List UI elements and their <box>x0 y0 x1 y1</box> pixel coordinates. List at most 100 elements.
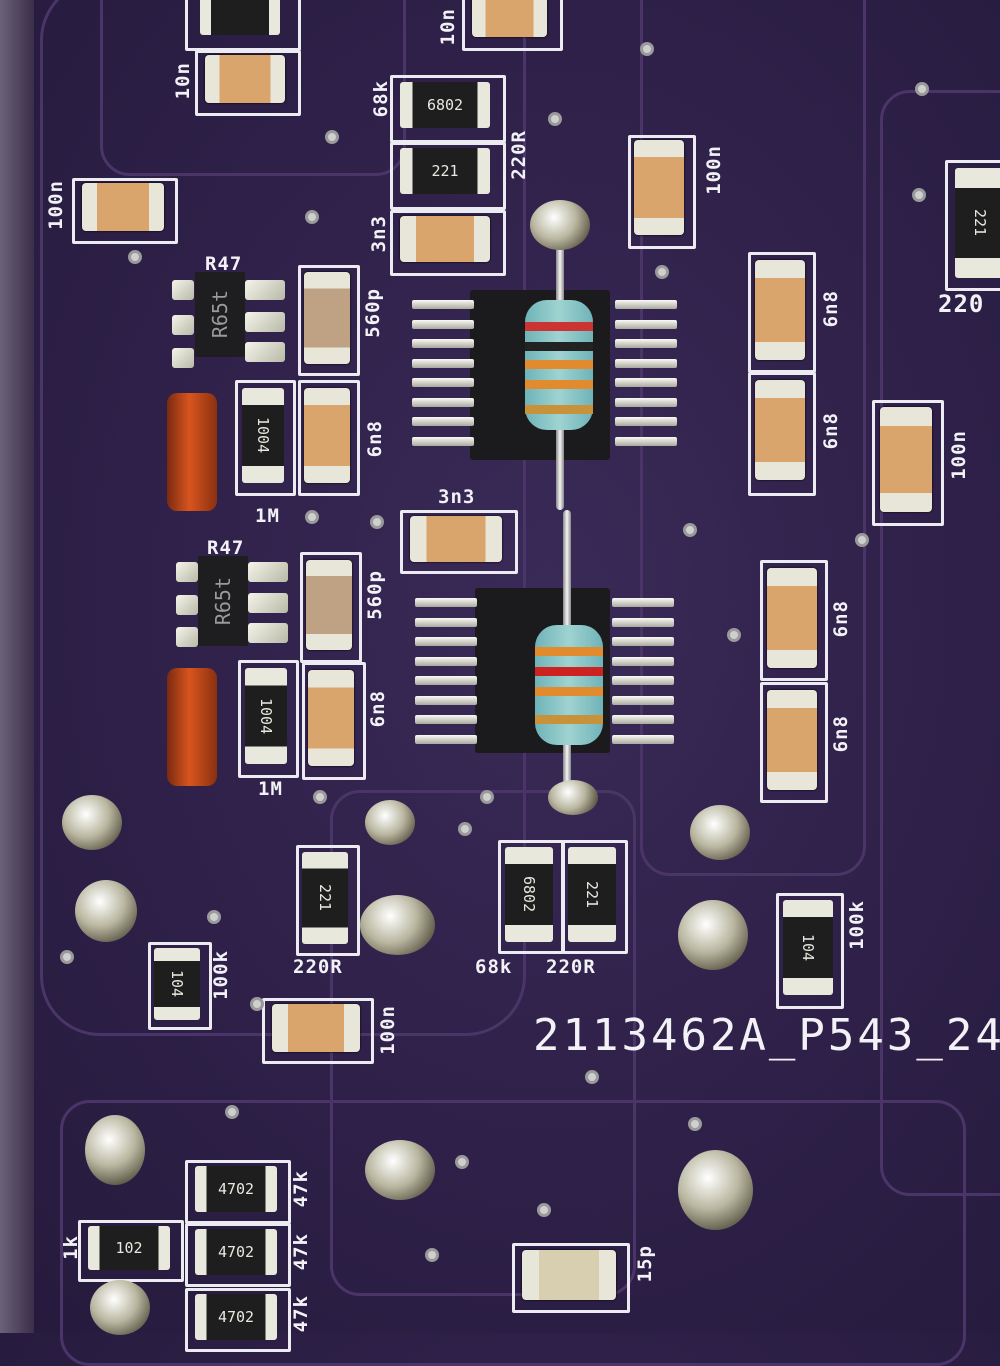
ic-pin <box>615 378 677 387</box>
resistor: 6802 <box>400 82 490 128</box>
via <box>207 910 221 924</box>
silkscreen-label: 220R <box>293 956 343 978</box>
footprint <box>195 50 301 116</box>
via <box>683 523 697 537</box>
component-code: 104 <box>168 970 186 998</box>
via <box>325 130 339 144</box>
ic-pin <box>615 436 677 446</box>
capacitor <box>522 1250 616 1300</box>
ic-pin <box>412 397 474 407</box>
silkscreen-label: 1M <box>258 778 283 800</box>
footprint <box>302 662 366 780</box>
capacitor <box>755 260 805 360</box>
component-code: 4702 <box>217 1180 255 1198</box>
ic-pin <box>415 617 477 627</box>
ic-pin <box>412 358 474 368</box>
capacitor <box>272 1004 360 1052</box>
silkscreen-label: 560p <box>362 288 384 338</box>
ic-pin <box>412 378 474 387</box>
capacitor <box>205 55 285 103</box>
resistor: 104 <box>154 948 200 1020</box>
silkscreen-label: 220 <box>938 290 985 318</box>
diode <box>167 668 217 786</box>
via <box>655 265 669 279</box>
resistor: 4702 <box>195 1294 277 1340</box>
ic-pin <box>615 397 677 407</box>
trace <box>880 90 1000 1196</box>
board-edge <box>0 0 34 1333</box>
silkscreen-label: 100n <box>948 430 970 480</box>
pad <box>176 562 198 582</box>
silkscreen-label: 3n3 <box>438 486 476 508</box>
component-code: 6802 <box>520 876 538 913</box>
footprint <box>748 252 816 373</box>
ic-pin <box>612 676 674 685</box>
solder-joint <box>360 895 435 955</box>
capacitor <box>400 216 490 262</box>
solder-joint <box>75 880 137 942</box>
pad <box>248 623 288 643</box>
capacitor <box>308 670 354 766</box>
via <box>855 533 869 547</box>
silkscreen-label: 10n <box>172 62 194 100</box>
pad <box>176 627 198 647</box>
ic-pin <box>415 734 477 744</box>
silkscreen-label: 6n8 <box>367 690 389 728</box>
resistor <box>200 0 280 35</box>
silkscreen-label: 47k <box>290 1233 312 1271</box>
silkscreen-label: 100n <box>703 145 725 195</box>
footprint <box>300 552 362 663</box>
resistor: 221 <box>568 847 616 942</box>
resistor: 221 <box>400 148 490 194</box>
ic-pin <box>615 339 677 348</box>
ic-pin <box>612 637 674 646</box>
silkscreen-label: 6n8 <box>830 715 852 753</box>
silkscreen-label: 47k <box>290 1295 312 1333</box>
diode <box>167 393 217 511</box>
footprint <box>390 75 506 143</box>
capacitor <box>880 407 932 512</box>
silkscreen-label: 100k <box>846 900 868 950</box>
pad <box>245 280 285 300</box>
capacitor <box>306 560 352 650</box>
footprint <box>945 160 1000 291</box>
ic-pin <box>415 695 477 705</box>
component-code: 221 <box>316 884 334 912</box>
footprint <box>235 380 296 496</box>
silkscreen-label: 68k <box>370 80 392 118</box>
resistor: 102 <box>88 1226 170 1270</box>
ic-pin <box>615 358 677 368</box>
resistor: 1004 <box>242 388 284 483</box>
resistor: 6802 <box>505 847 553 942</box>
resistor: 1004 <box>245 668 287 764</box>
footprint <box>296 845 360 956</box>
via <box>480 790 494 804</box>
silkscreen-label: 220R <box>546 956 596 978</box>
component-code: 221 <box>971 209 989 237</box>
ic-pin <box>615 417 677 426</box>
pad <box>172 315 194 335</box>
silkscreen-label: 560p <box>364 570 386 620</box>
solder-joint <box>678 1150 753 1230</box>
resistor: 221 <box>955 168 1000 278</box>
via <box>727 628 741 642</box>
ic-pin <box>415 715 477 724</box>
via <box>915 82 929 96</box>
footprint <box>185 0 301 51</box>
via <box>425 1248 439 1262</box>
solder-joint <box>90 1280 150 1335</box>
ic-pin <box>612 656 674 666</box>
ic-pin <box>412 436 474 446</box>
footprint <box>390 142 506 210</box>
silkscreen-label: 10n <box>437 8 459 46</box>
resistor: 4702 <box>195 1166 277 1212</box>
silkscreen-label: 6n8 <box>820 290 842 328</box>
silkscreen-label: R47 <box>205 253 243 275</box>
silkscreen-label: 6n8 <box>830 600 852 638</box>
footprint <box>628 135 696 249</box>
through-hole-resistor <box>525 300 593 430</box>
board-serial-number: 2113462A_P543_24 <box>533 1010 1000 1061</box>
capacitor <box>634 140 684 235</box>
silkscreen-label: 68k <box>475 956 513 978</box>
component-code: 4702 <box>217 1308 255 1326</box>
